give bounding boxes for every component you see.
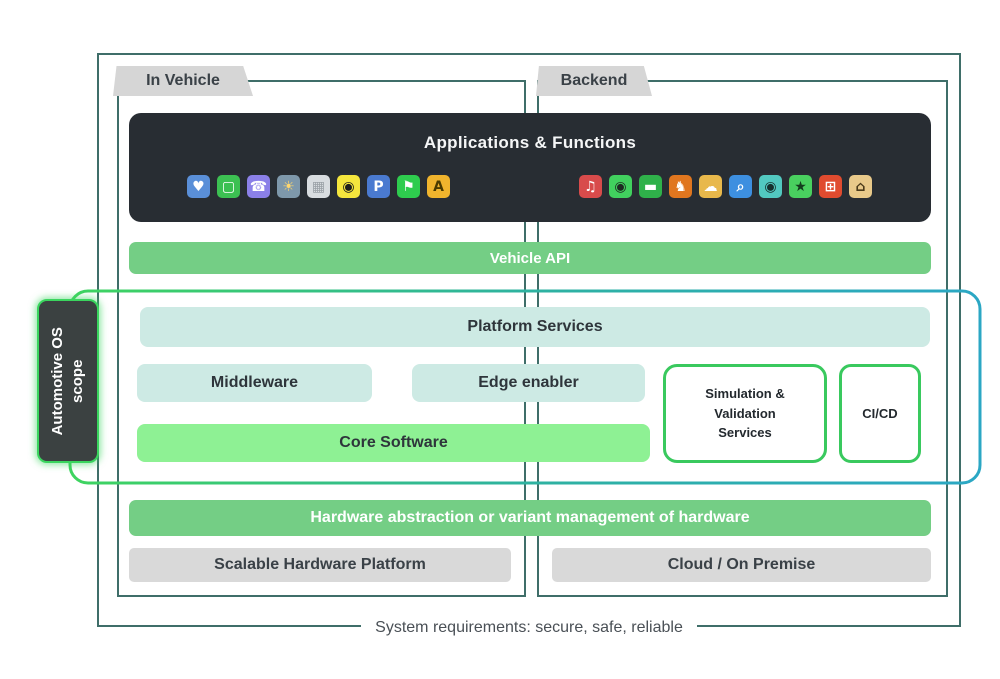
tab-backend-label: Backend — [560, 72, 628, 89]
home-app-icon: ⌂ — [849, 175, 872, 198]
middleware-label: Middleware — [210, 374, 299, 391]
in-vehicle-app-icons: ♥ ▢ ☎ ☀ ▦ ◉ P ⚑ A — [187, 175, 450, 198]
backend-app-icons: ♫ ◉ ▬ ♞ ☁ ⌕ ◉ ★ ⊞ ⌂ — [579, 175, 872, 198]
middleware-box: Middleware — [137, 364, 372, 402]
chat-app-icon: ▬ — [639, 175, 662, 198]
simulation-validation-label: Simulation & Validation Services — [705, 386, 785, 441]
vinyl-pin-app-icon: ◉ — [609, 175, 632, 198]
calendar-app-icon: ▦ — [307, 175, 330, 198]
search-app-icon: ⌕ — [729, 175, 752, 198]
automotive-os-scope-label-text: Automotive OS scope — [48, 327, 89, 435]
cloud-on-premise-bar: Cloud / On Premise — [552, 548, 931, 582]
scalable-hardware-platform-bar: Scalable Hardware Platform — [129, 548, 511, 582]
scalable-hardware-platform-label: Scalable Hardware Platform — [214, 556, 426, 573]
auto-a-app-icon: A — [427, 175, 450, 198]
edge-enabler-box: Edge enabler — [412, 364, 645, 402]
camera-app-icon: ◉ — [759, 175, 782, 198]
phone-app-icon: ☎ — [247, 175, 270, 198]
health-app-icon: ♥ — [187, 175, 210, 198]
platform-services-bar: Platform Services — [140, 307, 930, 347]
hardware-abstraction-bar: Hardware abstraction or variant manageme… — [129, 500, 931, 536]
weather-app-icon: ☀ — [277, 175, 300, 198]
cicd-box: CI/CD — [839, 364, 921, 463]
cloud-on-premise-label: Cloud / On Premise — [667, 556, 816, 573]
applications-functions-title: Applications & Functions — [423, 133, 637, 152]
scope-label-line2: scope — [69, 359, 86, 403]
maps-pin-app-icon: ⚑ — [397, 175, 420, 198]
star-app-icon: ★ — [789, 175, 812, 198]
tab-in-vehicle: In Vehicle — [113, 66, 253, 96]
system-requirements-text: System requirements: secure, safe, relia… — [361, 616, 697, 640]
scope-label-line1: Automotive OS — [48, 326, 66, 436]
automotive-os-scope-label: Automotive OS scope — [37, 299, 99, 463]
platform-services-label: Platform Services — [467, 318, 603, 335]
vehicle-api-bar: Vehicle API — [129, 242, 931, 274]
system-requirements-note: System requirements: secure, safe, relia… — [97, 616, 961, 640]
edge-enabler-label: Edge enabler — [478, 374, 579, 391]
core-software-bar: Core Software — [137, 424, 650, 462]
simulation-validation-box: Simulation & Validation Services — [663, 364, 827, 463]
parking-app-icon: P — [367, 175, 390, 198]
record-app-icon: ◉ — [337, 175, 360, 198]
tab-in-vehicle-label: In Vehicle — [146, 72, 220, 89]
cicd-label: CI/CD — [862, 405, 898, 421]
hardware-abstraction-label: Hardware abstraction or variant manageme… — [310, 509, 750, 526]
games-app-icon: ♞ — [669, 175, 692, 198]
tab-backend: Backend — [536, 66, 652, 96]
vehicle-api-label: Vehicle API — [489, 249, 571, 267]
music-app-icon: ♫ — [579, 175, 602, 198]
core-software-label: Core Software — [339, 434, 448, 451]
messages-app-icon: ▢ — [217, 175, 240, 198]
wave-app-icon: ☁ — [699, 175, 722, 198]
shopping-app-icon: ⊞ — [819, 175, 842, 198]
applications-functions-bar: Applications & Functions ♥ ▢ ☎ ☀ ▦ ◉ P ⚑ A ♫ ◉ ▬ ♞ ☁… — [129, 113, 931, 222]
